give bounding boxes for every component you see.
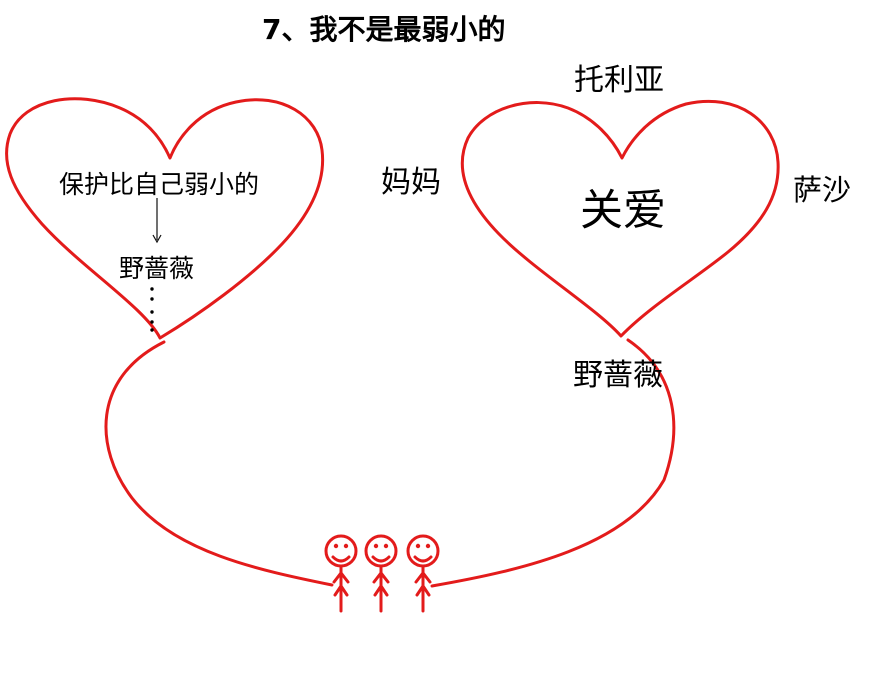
right-connector-curve: [430, 338, 676, 588]
left-heart-arrow: [152, 198, 162, 244]
figure-1: [324, 534, 358, 613]
right-heart-bottom-label: 野蔷薇: [573, 358, 663, 393]
left-connector-curve: [104, 340, 334, 587]
right-heart-outline: [460, 99, 780, 338]
figure-2: [364, 534, 398, 613]
right-heart-left-label: 妈妈: [381, 165, 441, 200]
left-heart-main-text: 保护比自己弱小的: [59, 170, 260, 199]
right-heart-center-text: 关爱: [580, 186, 666, 236]
left-heart-sub-text: 野蔷薇: [119, 254, 195, 283]
ellipsis-dots: [150, 287, 154, 332]
left-heart-outline: [5, 97, 325, 340]
page-title: 7、我不是最弱小的: [262, 13, 506, 46]
right-heart-right-label: 萨沙: [793, 173, 852, 207]
figure-3: [406, 534, 440, 613]
right-heart-top-label: 托利亚: [574, 63, 664, 98]
